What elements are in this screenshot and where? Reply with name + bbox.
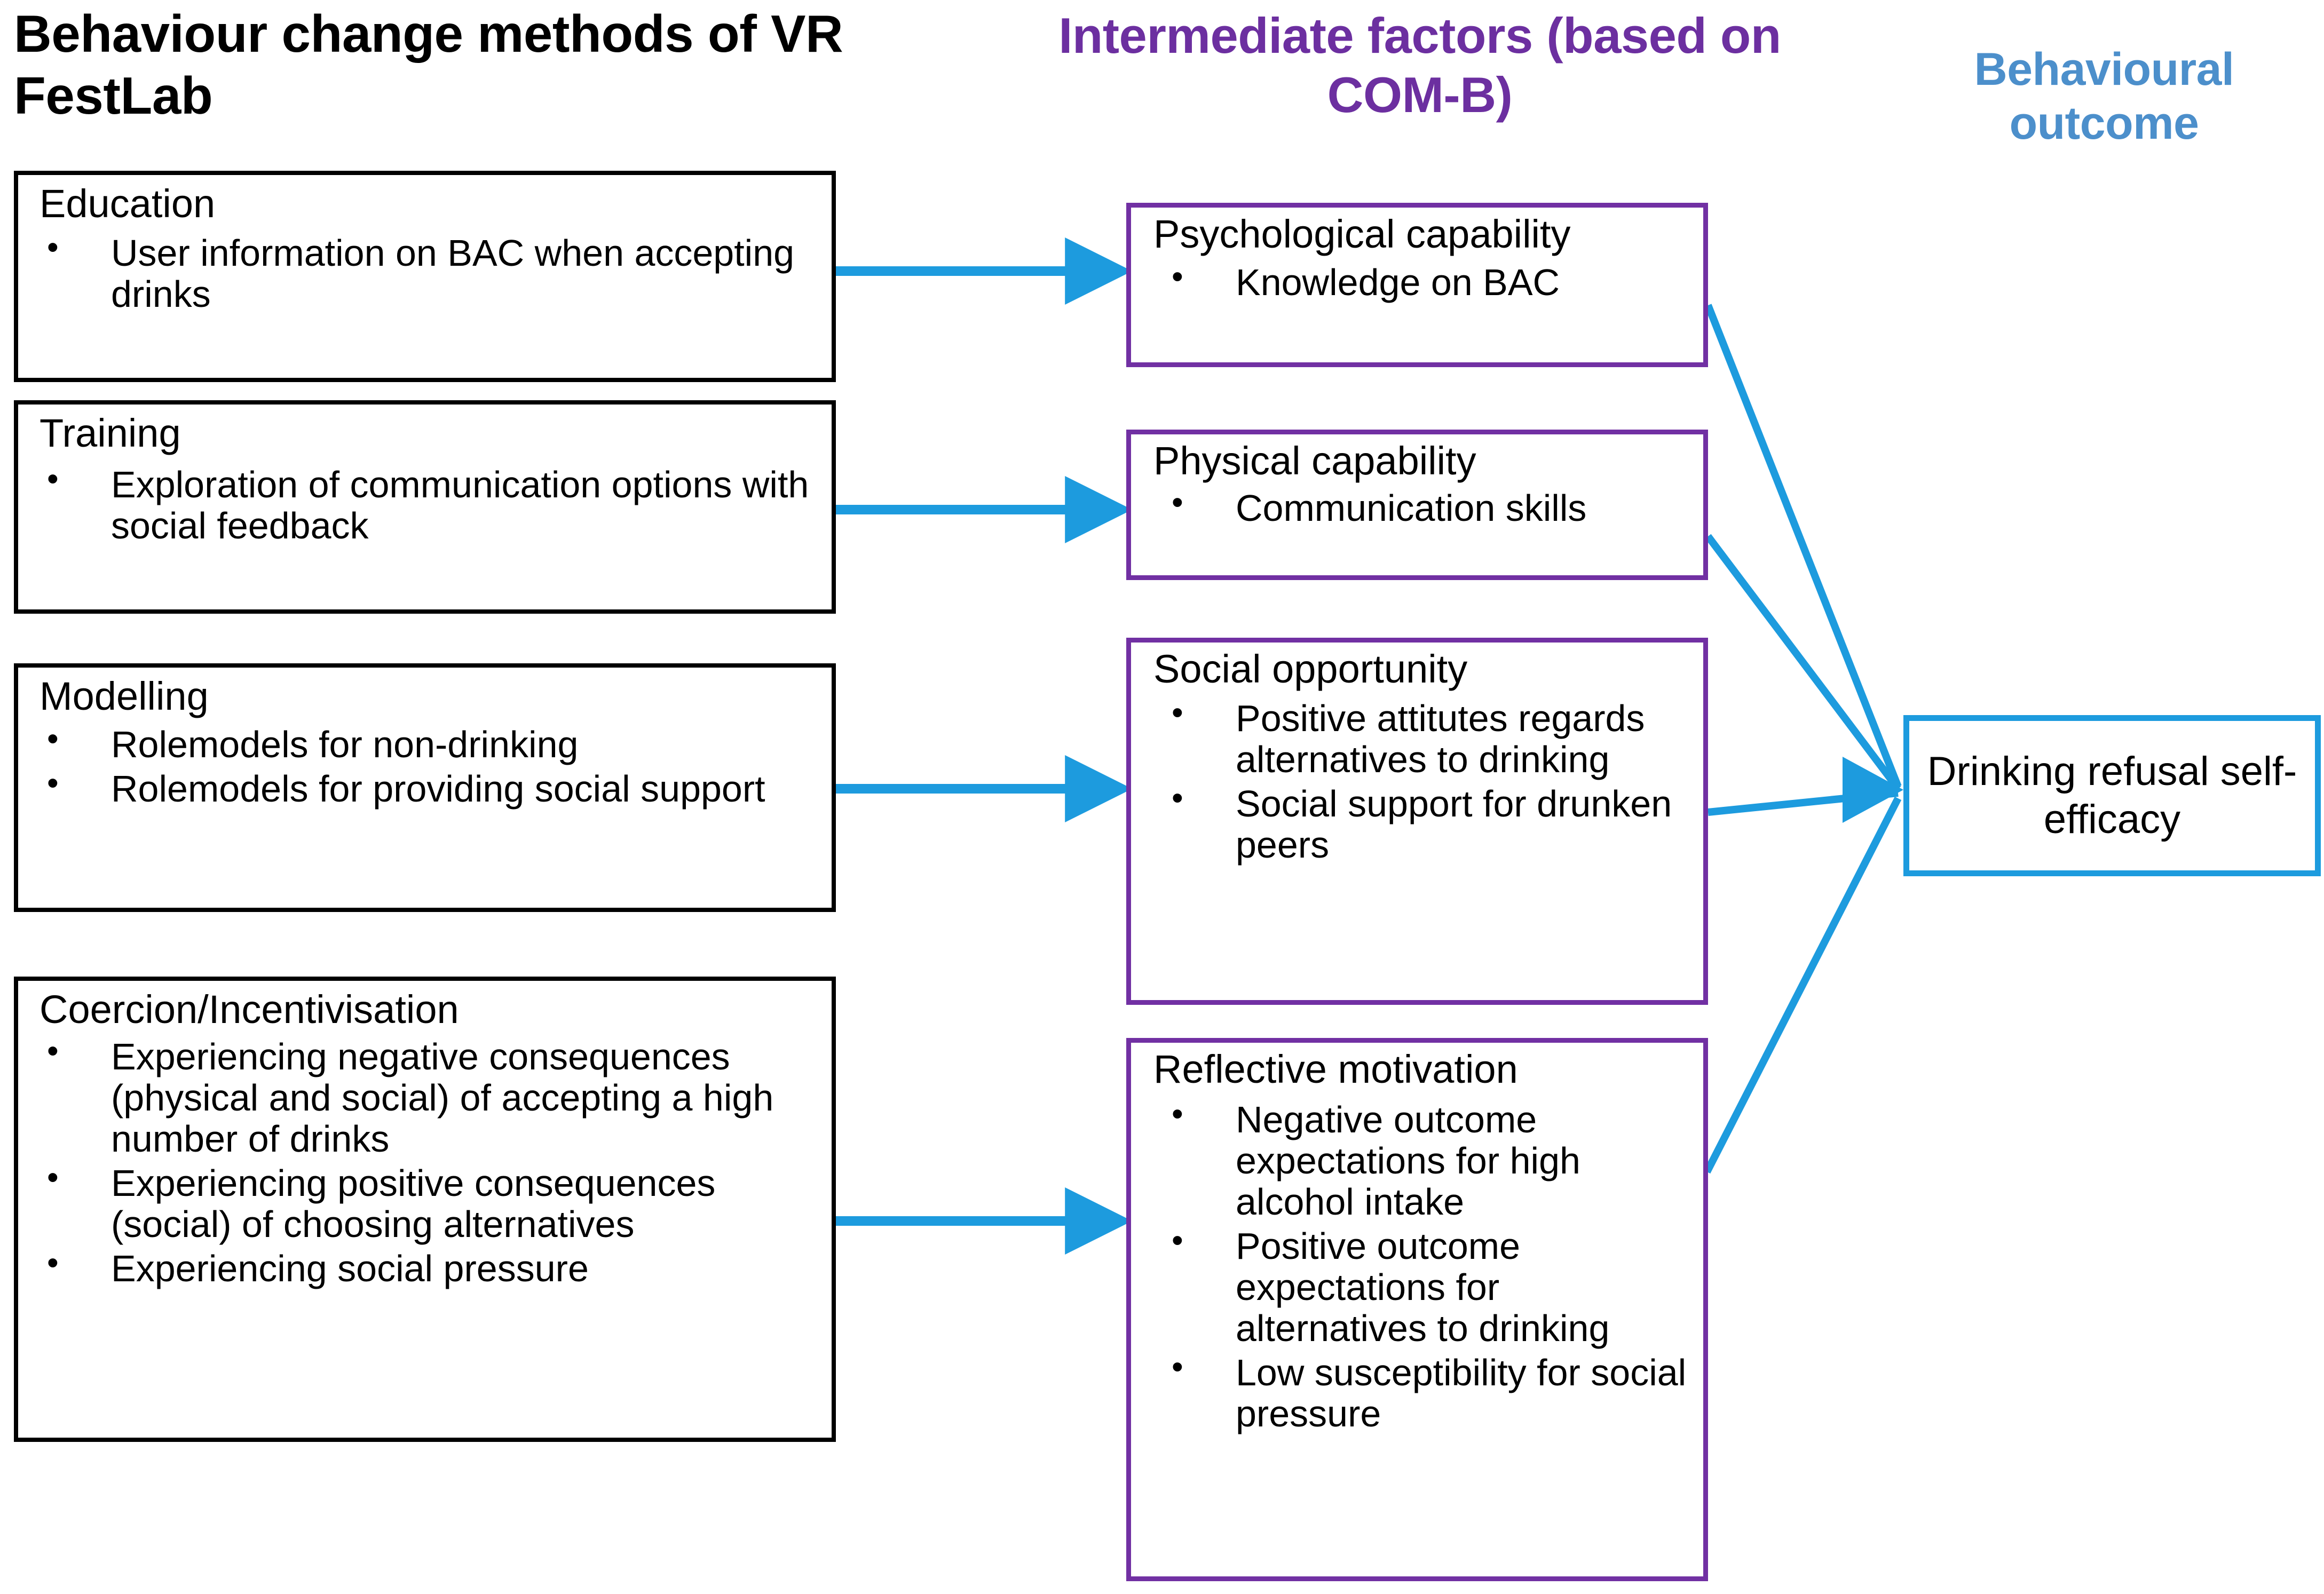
column-heading-behavioural-outcome: Behavioural outcome xyxy=(1974,44,2234,149)
factor-bullets-psychological-capability: Knowledge on BAC xyxy=(1162,259,1694,306)
factor-box-psychological-capability[interactable]: Psychological capability Knowledge on BA… xyxy=(1126,203,1708,367)
list-item: Experiencing social pressure xyxy=(37,1245,822,1289)
factor-title-psychological-capability: Psychological capability xyxy=(1153,212,1571,256)
method-bullets-modelling: Rolemodels for non-drinking Rolemodels f… xyxy=(37,721,822,813)
factor-title-physical-capability: Physical capability xyxy=(1153,439,1476,483)
factor-bullets-reflective-motivation: Negative outcome expectations for high a… xyxy=(1162,1096,1694,1438)
method-bullets-coercion-incentivisation: Experiencing negative consequences (phys… xyxy=(37,1033,822,1292)
method-box-modelling[interactable]: Modelling Rolemodels for non-drinking Ro… xyxy=(14,663,836,912)
list-item: Experiencing positive consequences (soci… xyxy=(37,1160,822,1245)
method-title-training: Training xyxy=(39,411,181,455)
list-item: User information on BAC when accepting d… xyxy=(37,229,822,315)
factor-title-reflective-motivation: Reflective motivation xyxy=(1153,1047,1518,1091)
list-item: Social support for drunken peers xyxy=(1162,780,1694,866)
list-item: Rolemodels for providing social support xyxy=(37,765,822,810)
list-item: Positive outcome expectations for altern… xyxy=(1162,1223,1694,1349)
arrow-psychological-capability-to-outcome xyxy=(1704,304,1902,788)
column-heading-intermediate-factors: Intermediate factors (based on COM-B) xyxy=(1058,7,1781,123)
method-bullets-training: Exploration of communication options wit… xyxy=(37,461,822,550)
method-box-education[interactable]: Education User information on BAC when a… xyxy=(14,171,836,382)
list-item: Exploration of communication options wit… xyxy=(37,461,822,546)
list-item: Communication skills xyxy=(1162,485,1694,529)
method-box-training[interactable]: Training Exploration of communication op… xyxy=(14,400,836,614)
factor-bullets-physical-capability: Communication skills xyxy=(1162,485,1694,532)
list-item: Knowledge on BAC xyxy=(1162,259,1694,303)
factor-box-social-opportunity[interactable]: Social opportunity Positive attitutes re… xyxy=(1126,638,1708,1005)
factor-box-reflective-motivation[interactable]: Reflective motivation Negative outcome e… xyxy=(1126,1038,1708,1581)
list-item: Negative outcome expectations for high a… xyxy=(1162,1096,1694,1223)
list-item: Rolemodels for non-drinking xyxy=(37,721,822,765)
list-item: Low susceptibility for social pressure xyxy=(1162,1349,1694,1434)
factor-bullets-social-opportunity: Positive attitutes regards alternatives … xyxy=(1162,695,1694,869)
arrowhead-converge-outcome xyxy=(1843,757,1903,823)
method-title-education: Education xyxy=(39,181,216,226)
method-box-coercion-incentivisation[interactable]: Coercion/Incentivisation Experiencing ne… xyxy=(14,977,836,1442)
arrow-physical-capability-to-outcome xyxy=(1705,534,1901,791)
method-bullets-education: User information on BAC when accepting d… xyxy=(37,229,822,318)
method-title-coercion-incentivisation: Coercion/Incentivisation xyxy=(39,987,459,1032)
outcome-label: Drinking refusal self-efficacy xyxy=(1927,749,2297,842)
outcome-box-drinking-refusal-self-efficacy[interactable]: Drinking refusal self-efficacy xyxy=(1903,715,2321,876)
column-heading-methods: Behaviour change methods of VR FestLab xyxy=(14,4,843,125)
arrow-social-opportunity-to-outcome xyxy=(1708,789,1899,816)
list-item: Experiencing negative consequences (phys… xyxy=(37,1033,822,1160)
arrow-reflective-motivation-to-outcome xyxy=(1703,796,1902,1174)
method-title-modelling: Modelling xyxy=(39,674,209,718)
factor-box-physical-capability[interactable]: Physical capability Communication skills xyxy=(1126,430,1708,580)
factor-title-social-opportunity: Social opportunity xyxy=(1153,647,1468,691)
list-item: Positive attitutes regards alternatives … xyxy=(1162,695,1694,780)
